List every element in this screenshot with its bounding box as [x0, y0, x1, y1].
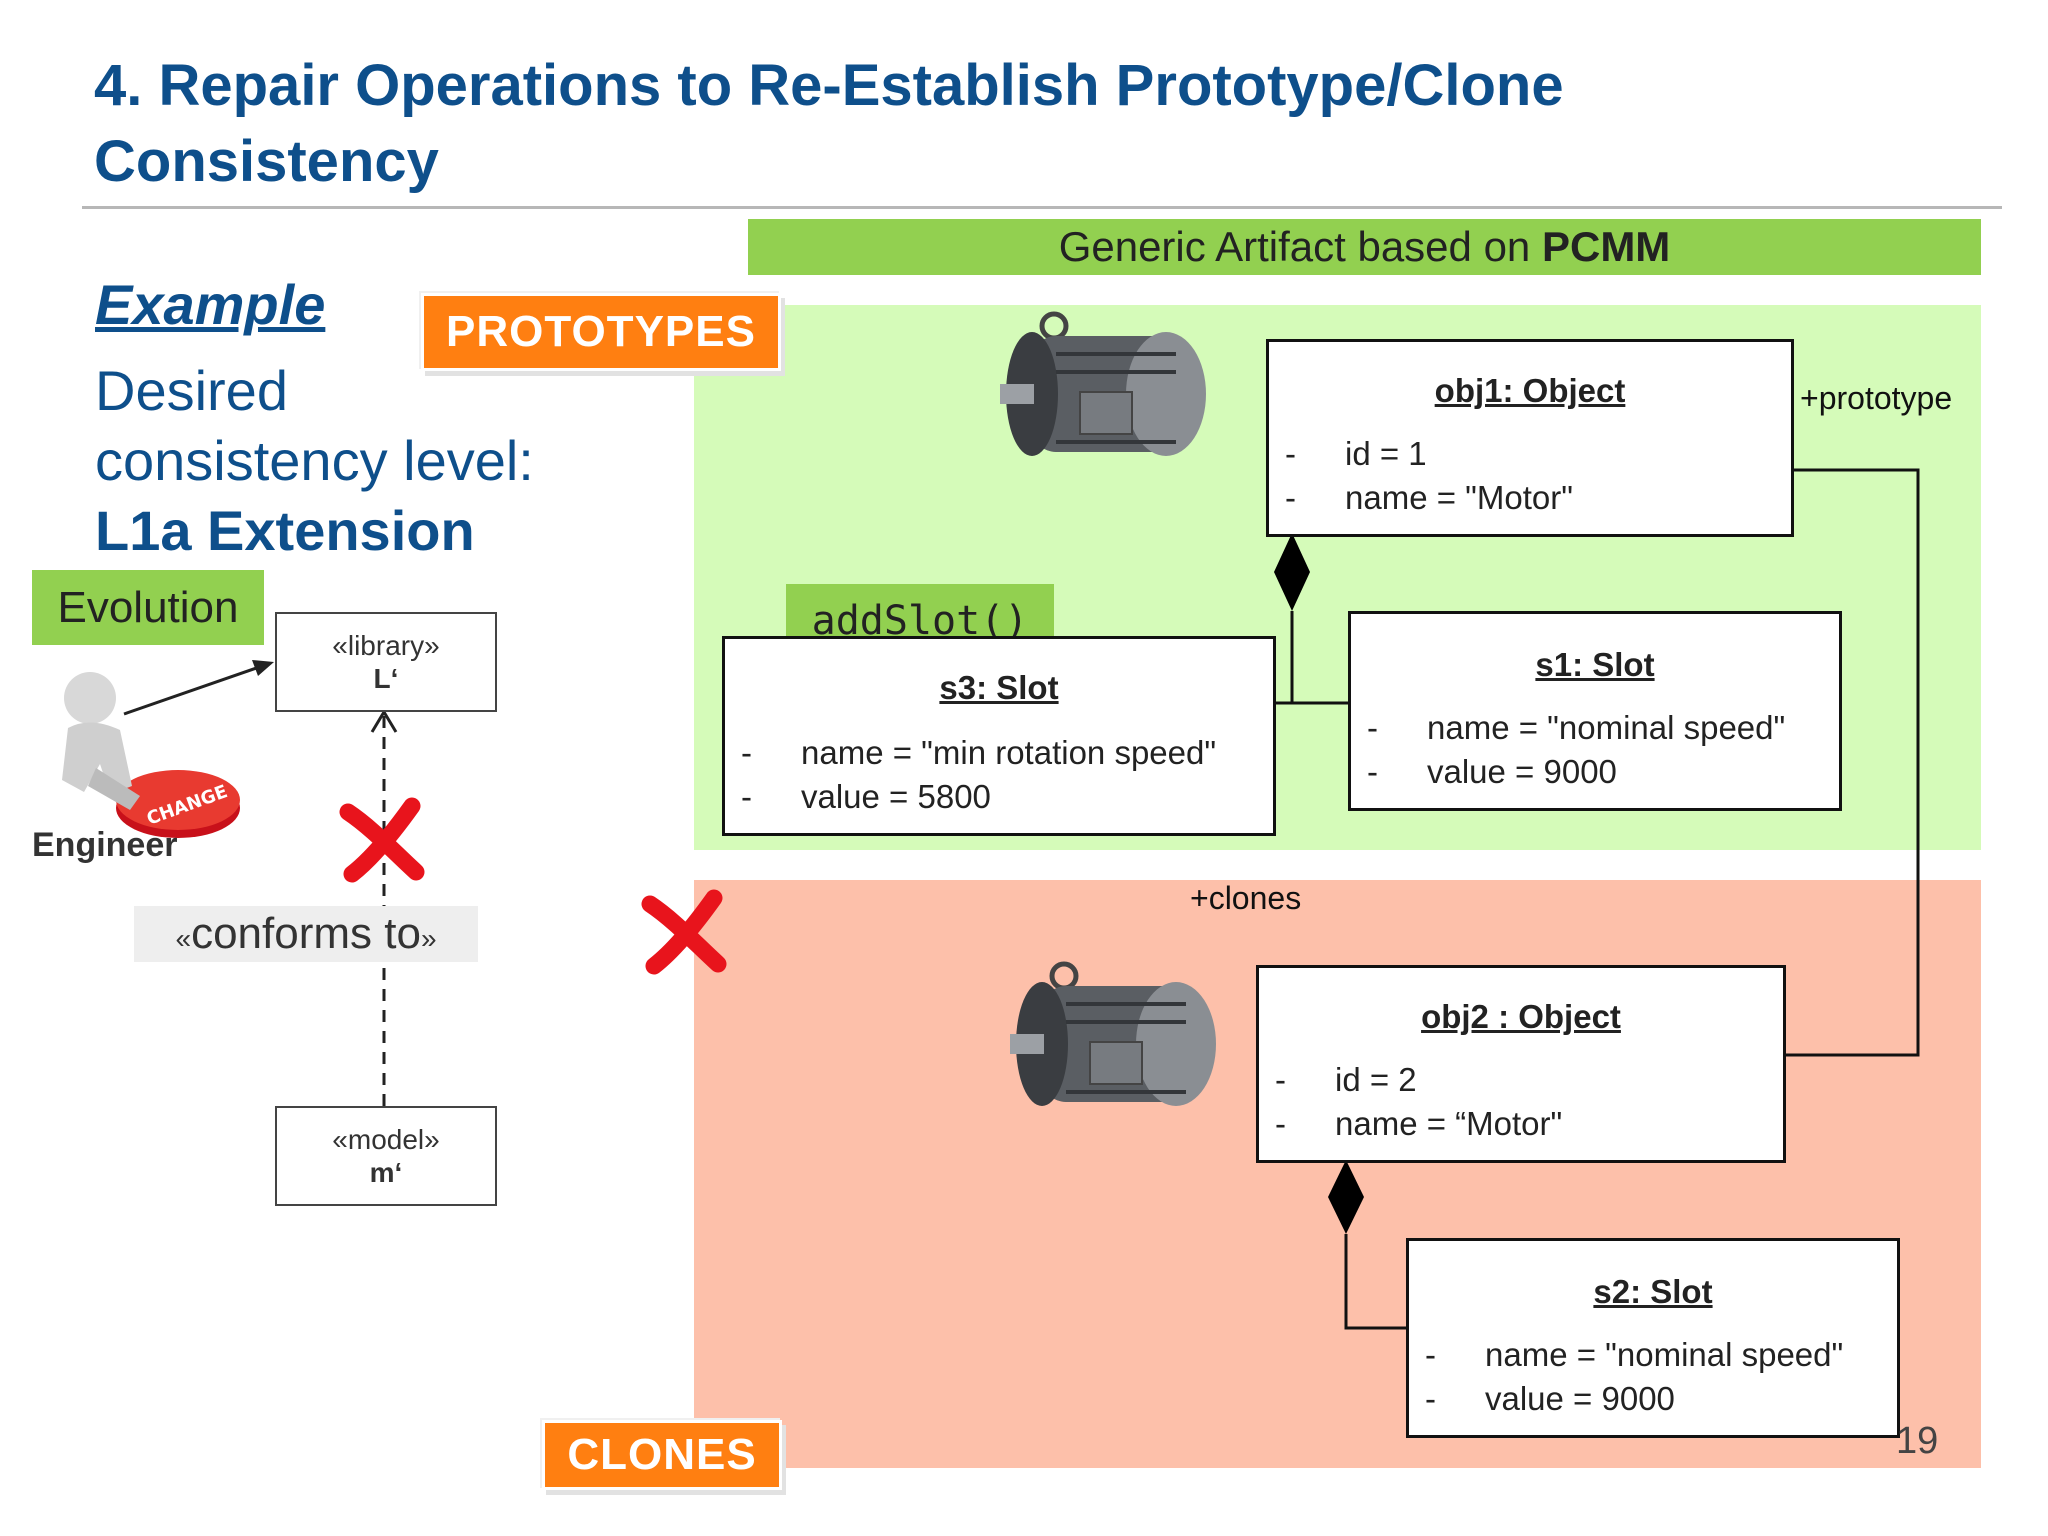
clones-tag: CLONES	[542, 1420, 782, 1490]
cross-icon-clones	[641, 889, 727, 975]
obj1-composition-diamond	[1274, 533, 1310, 611]
conforms-close-guillemet: »	[420, 923, 437, 954]
conforms-arrowhead	[370, 709, 398, 733]
obj1-attr-id: -id = 1	[1285, 435, 1427, 472]
s2-attr-value: -value = 9000	[1425, 1380, 1675, 1417]
obj2-attr-name: -name = “Motor"	[1275, 1105, 1563, 1142]
model-stereotype: «model»	[332, 1124, 440, 1155]
generic-artifact-prefix: Generic Artifact based on	[1058, 223, 1531, 270]
desired-level-value: L1a Extension	[95, 499, 475, 562]
page-number: 19	[1896, 1420, 1939, 1462]
engineer-label: Engineer	[32, 826, 178, 864]
model-box: «model» m‘	[275, 1106, 497, 1206]
library-name: L‘	[373, 663, 399, 694]
obj2-composition-line	[1344, 1234, 1406, 1330]
engineer-arrow-line	[123, 662, 269, 716]
obj2-object-box: obj2 : Object -id = 2 -name = “Motor"	[1256, 965, 1786, 1163]
desired-line-2: consistency level:	[95, 429, 534, 492]
s1-title: s1: Slot	[1535, 646, 1655, 683]
desired-line-1: Desired	[95, 359, 288, 422]
obj1-title: obj1: Object	[1434, 372, 1626, 409]
cross-icon-conforms	[339, 797, 425, 883]
model-name: m‘	[369, 1157, 403, 1188]
obj1-object-box: obj1: Object -id = 1 -name = "Motor"	[1266, 339, 1794, 537]
title-divider	[82, 206, 2002, 209]
desired-consistency-text: Desired consistency level: L1a Extension	[95, 356, 534, 566]
prototype-role-label: +prototype	[1800, 380, 1953, 416]
obj2-attr-id: -id = 2	[1275, 1061, 1417, 1098]
s1-attr-value: -value = 9000	[1367, 753, 1617, 790]
prototype-association-line	[1780, 468, 1920, 1057]
obj2-title: obj2 : Object	[1421, 998, 1621, 1035]
prototypes-tag: PROTOTYPES	[421, 293, 781, 371]
engineer-icon: CHANGE	[62, 672, 240, 838]
example-heading: Example	[95, 273, 326, 336]
library-box: «library» L‘	[275, 612, 497, 712]
title-line-1: 4. Repair Operations to Re-Establish Pro…	[94, 53, 1564, 118]
obj1-attr-name: -name = "Motor"	[1285, 479, 1573, 516]
desired-level: L1a Extension	[95, 496, 534, 566]
s2-attr-name: -name = "nominal speed"	[1425, 1336, 1844, 1373]
conforms-text: conforms to	[191, 909, 421, 958]
conforms-to-label: «conforms to»	[134, 906, 478, 962]
s3-title: s3: Slot	[939, 669, 1059, 706]
motor-icon-clone	[1010, 961, 1216, 1106]
conforms-open-guillemet: «	[175, 923, 192, 954]
s3-slot-box: s3: Slot -name = "min rotation speed" -v…	[722, 636, 1276, 836]
generic-artifact-header: Generic Artifact based on PCMM	[748, 219, 1981, 275]
s1-attr-name: -name = "nominal speed"	[1367, 709, 1786, 746]
title-line-2: Consistency	[94, 129, 439, 194]
s3-attr-value: -value = 5800	[741, 778, 991, 815]
s2-slot-box: s2: Slot -name = "nominal speed" -value …	[1406, 1238, 1900, 1438]
motor-icon-prototype	[1000, 311, 1206, 456]
generic-artifact-bold: PCMM	[1541, 223, 1671, 270]
library-stereotype: «library»	[332, 630, 440, 661]
obj2-composition-diamond	[1328, 1160, 1364, 1234]
s3-attr-name: -name = "min rotation speed"	[741, 734, 1217, 771]
clones-role-label: +clones	[1190, 880, 1302, 916]
s2-title: s2: Slot	[1593, 1273, 1713, 1310]
evolution-label: Evolution	[32, 570, 264, 645]
s1-slot-box: s1: Slot -name = "nominal speed" -value …	[1348, 611, 1842, 811]
slide-title: 4. Repair Operations to Re-Establish Pro…	[94, 48, 1894, 200]
engineer-arrowhead	[252, 660, 274, 676]
